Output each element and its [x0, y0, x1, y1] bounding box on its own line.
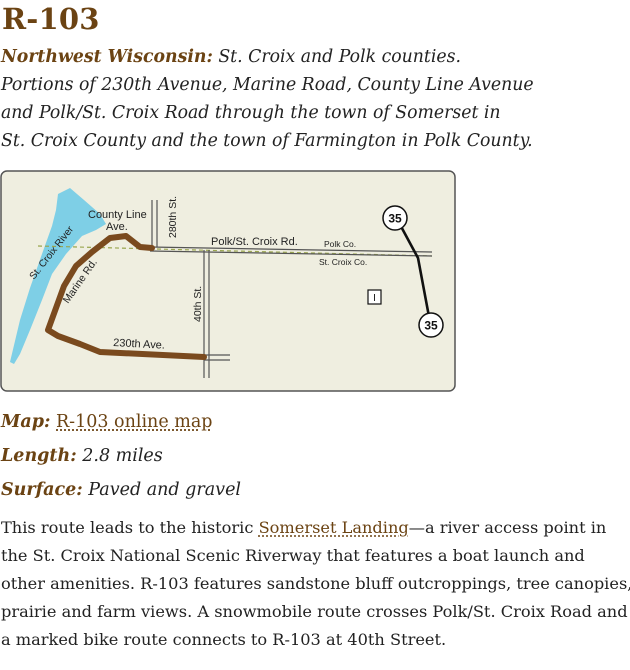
st-croix-county-label: St. Croix Co. [319, 257, 367, 267]
intro-line-3: and Polk/St. Croix Road through the town… [1, 103, 501, 123]
route-marker-square [367, 289, 382, 305]
length-key: Length: [1, 446, 77, 466]
region-label: Northwest Wisconsin: [1, 47, 213, 67]
surface-key: Surface: [1, 480, 83, 500]
intro-line-4: St. Croix County and the town of Farming… [1, 131, 533, 151]
230th-ave-label: 230th Ave. [113, 337, 165, 352]
county-line-ave-label: Ave. [106, 221, 128, 233]
route-intro: Northwest Wisconsin: St. Croix and Polk … [1, 43, 629, 155]
polk-st-croix-road-north [149, 246, 433, 253]
map-background [0, 170, 456, 392]
map-key: Map: [1, 412, 51, 432]
online-map-link[interactable]: R-103 online map [56, 412, 213, 432]
highway-35-label-top: 35 [388, 212, 402, 226]
county-line-boundary [37, 245, 433, 257]
map-svg: 35 35 I St. Croix River County Line Ave.… [0, 170, 456, 392]
highway-35-road [395, 218, 432, 323]
page-title: R-103 [2, 2, 100, 36]
somerset-landing-link[interactable]: Somerset Landing [258, 518, 409, 537]
intro-line-2: Portions of 230th Avenue, Marine Road, C… [1, 75, 534, 95]
surface-row: Surface: Paved and gravel [1, 480, 241, 500]
polk-st-croix-road-label: Polk/St. Croix Rd. [211, 236, 298, 248]
description-text-start: This route leads to the historic [1, 518, 259, 537]
rustic-road-route [45, 233, 207, 360]
description-text-end: —a river access point in the St. Croix N… [1, 518, 630, 649]
county-line-label: County Line [88, 209, 147, 221]
280th-street-label: 280th St. [167, 196, 179, 238]
region-text: St. Croix and Polk counties. [218, 47, 461, 67]
length-row: Length: 2.8 miles [1, 446, 163, 466]
highway-35-shield-top [382, 205, 408, 231]
st-croix-river-water [10, 188, 106, 364]
length-value: 2.8 miles [82, 446, 163, 466]
route-marker-label: I [373, 293, 376, 304]
intro-line-1: Northwest Wisconsin: St. Croix and Polk … [1, 43, 629, 71]
highway-35-shield-bottom [418, 312, 444, 338]
map-link-row: Map: R-103 online map [1, 412, 212, 432]
route-map: 35 35 I St. Croix River County Line Ave.… [0, 170, 456, 392]
surface-value: Paved and gravel [88, 480, 242, 500]
highway-35-label-bottom: 35 [424, 319, 438, 333]
40th-street-label: 40th St. [192, 286, 204, 322]
route-description: This route leads to the historic Somerse… [1, 514, 630, 654]
polk-county-label: Polk Co. [324, 239, 356, 249]
polk-st-croix-road-south [149, 250, 433, 257]
